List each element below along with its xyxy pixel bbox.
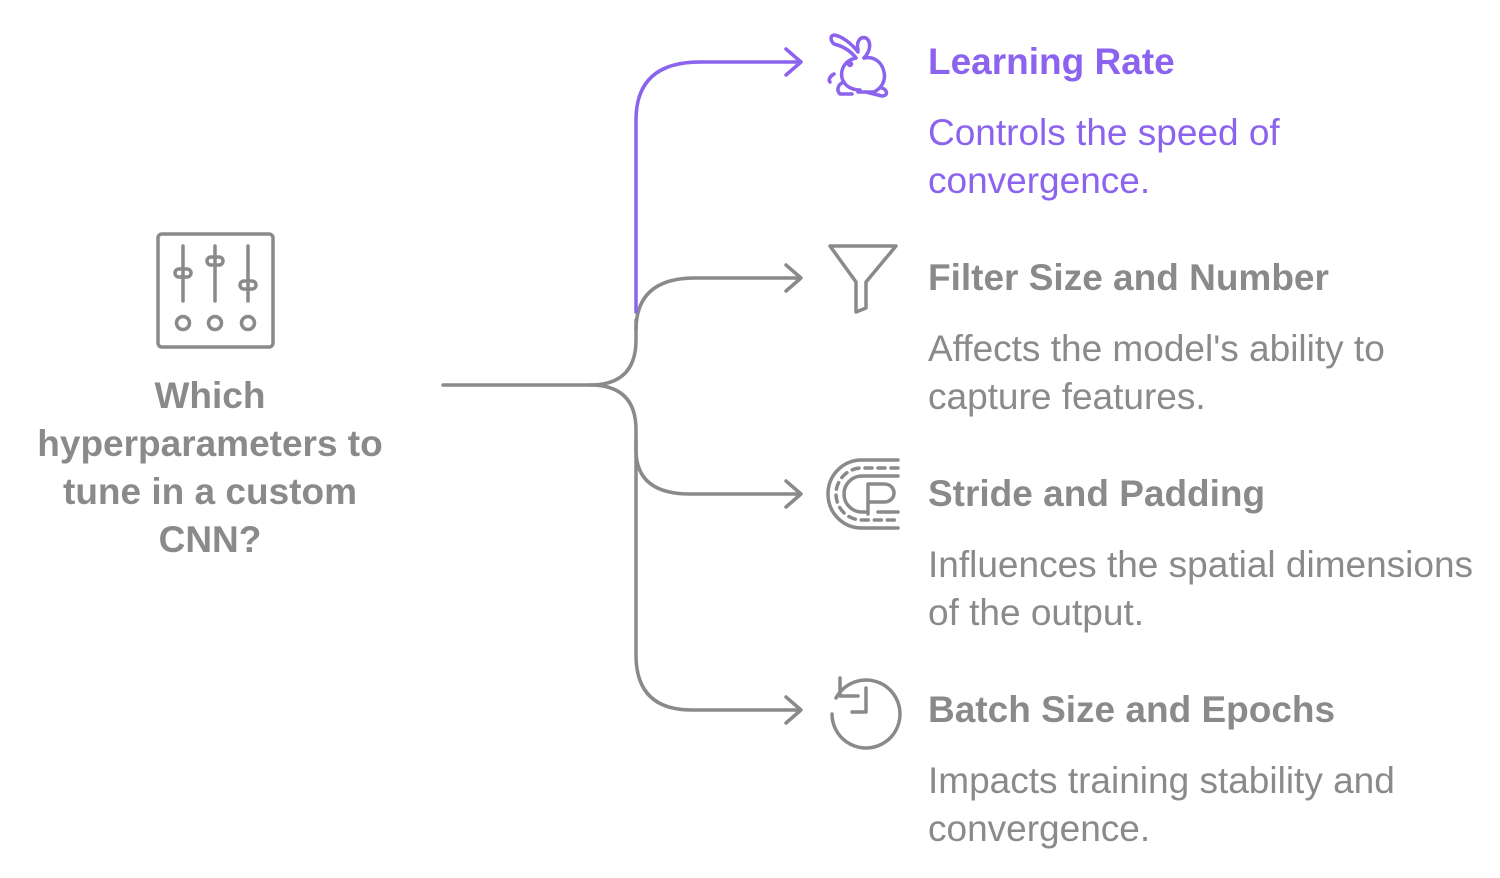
rabbit-icon: [827, 33, 889, 98]
branch-description-batch-epochs: Impacts training stability and convergen…: [928, 760, 1395, 849]
branch-description-stride-padding: Influences the spatial dimensions of the…: [928, 544, 1474, 633]
branch-title-learning-rate: Learning Rate: [928, 41, 1175, 82]
connector-branch-4: [634, 438, 802, 712]
connector-branch-2: [634, 276, 802, 332]
branch-title-stride-padding: Stride and Padding: [928, 473, 1266, 514]
sliders-icon: [156, 232, 275, 349]
connector-accent: [634, 47, 803, 314]
connector-branch-3: [588, 383, 802, 496]
root-question: Which hyperparameters to tune in a custo…: [37, 375, 383, 560]
branch-title-filter-size: Filter Size and Number: [928, 257, 1329, 298]
connector-trunk: [441, 318, 638, 387]
arrowhead-1: [784, 47, 803, 77]
connector-branch-1: [634, 60, 802, 314]
arrowhead-4: [784, 695, 803, 725]
connector-gray: [441, 263, 803, 725]
branch-description-filter-size: Affects the model's ability to capture f…: [928, 328, 1385, 417]
arrowhead-2: [784, 263, 803, 293]
funnel-icon: [828, 244, 898, 314]
history-clock-icon: [830, 676, 902, 750]
track-icon: [826, 458, 900, 530]
branch-title-batch-epochs: Batch Size and Epochs: [928, 689, 1336, 730]
arrowhead-3: [784, 479, 803, 509]
branch-description-learning-rate: Controls the speed of convergence.: [928, 112, 1280, 201]
